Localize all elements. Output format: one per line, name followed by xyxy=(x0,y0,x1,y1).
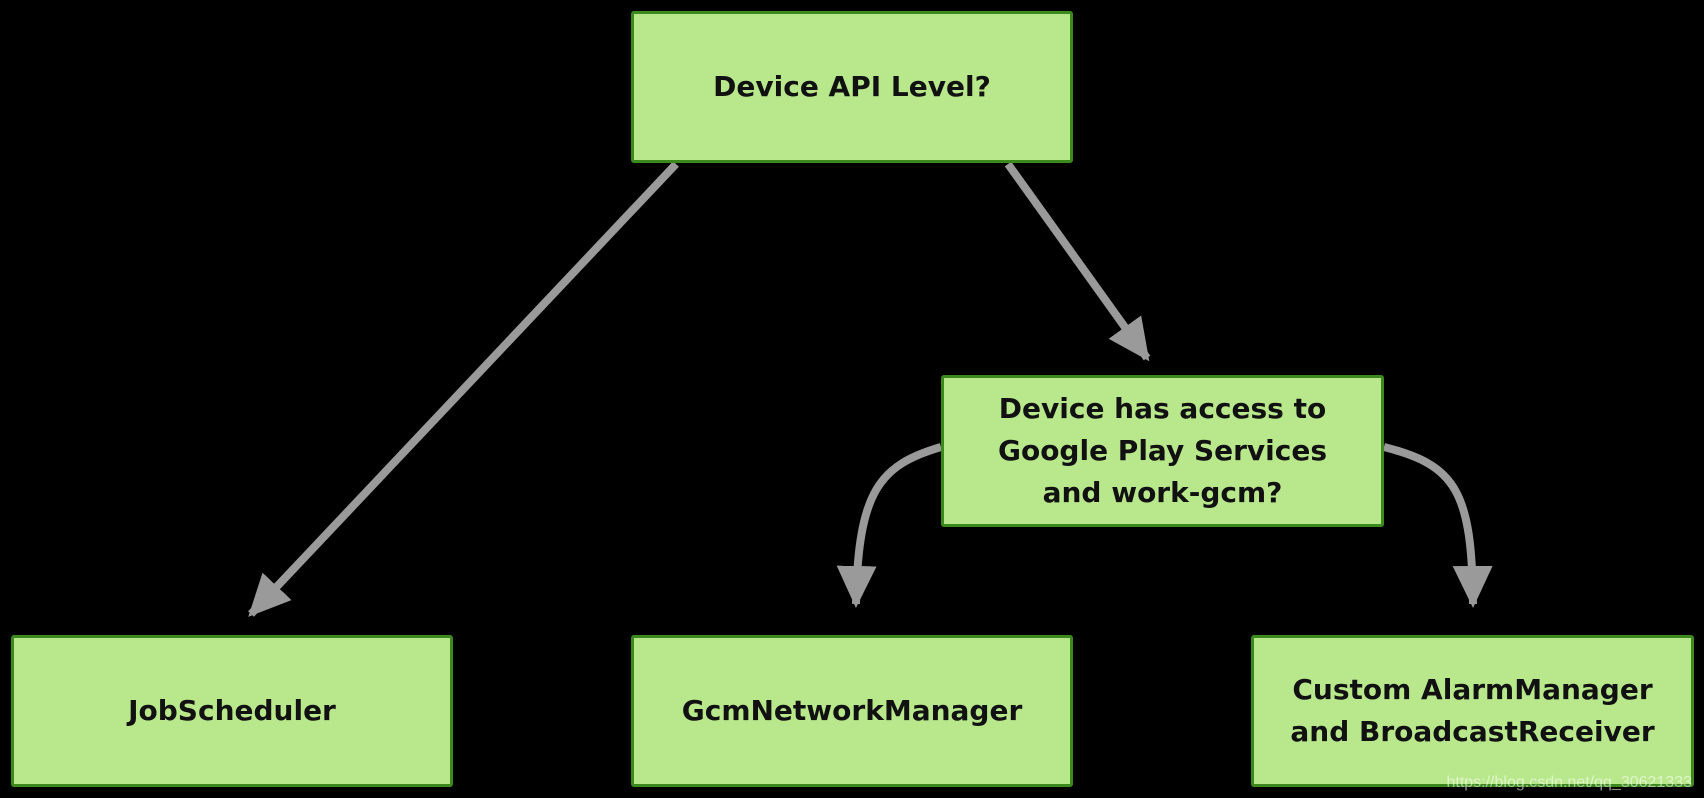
arrow-googleplay-to-gcm xyxy=(836,443,943,608)
node-alarmmanager: Custom AlarmManager and BroadcastReceive… xyxy=(1251,635,1694,787)
arrow-root-to-jobscheduler xyxy=(248,161,679,617)
node-jobscheduler: JobScheduler xyxy=(11,635,453,787)
node-device-api-level: Device API Level? xyxy=(631,11,1073,163)
arrow-googleplay-to-alarm xyxy=(1383,443,1493,608)
node-gcmnetworkmanager: GcmNetworkManager xyxy=(631,635,1073,787)
node-google-play-services: Device has access to Google Play Service… xyxy=(941,375,1384,527)
arrow-root-to-googleplay xyxy=(1004,161,1151,362)
watermark-text: https://blog.csdn.net/qq_30621333 xyxy=(1446,774,1692,791)
